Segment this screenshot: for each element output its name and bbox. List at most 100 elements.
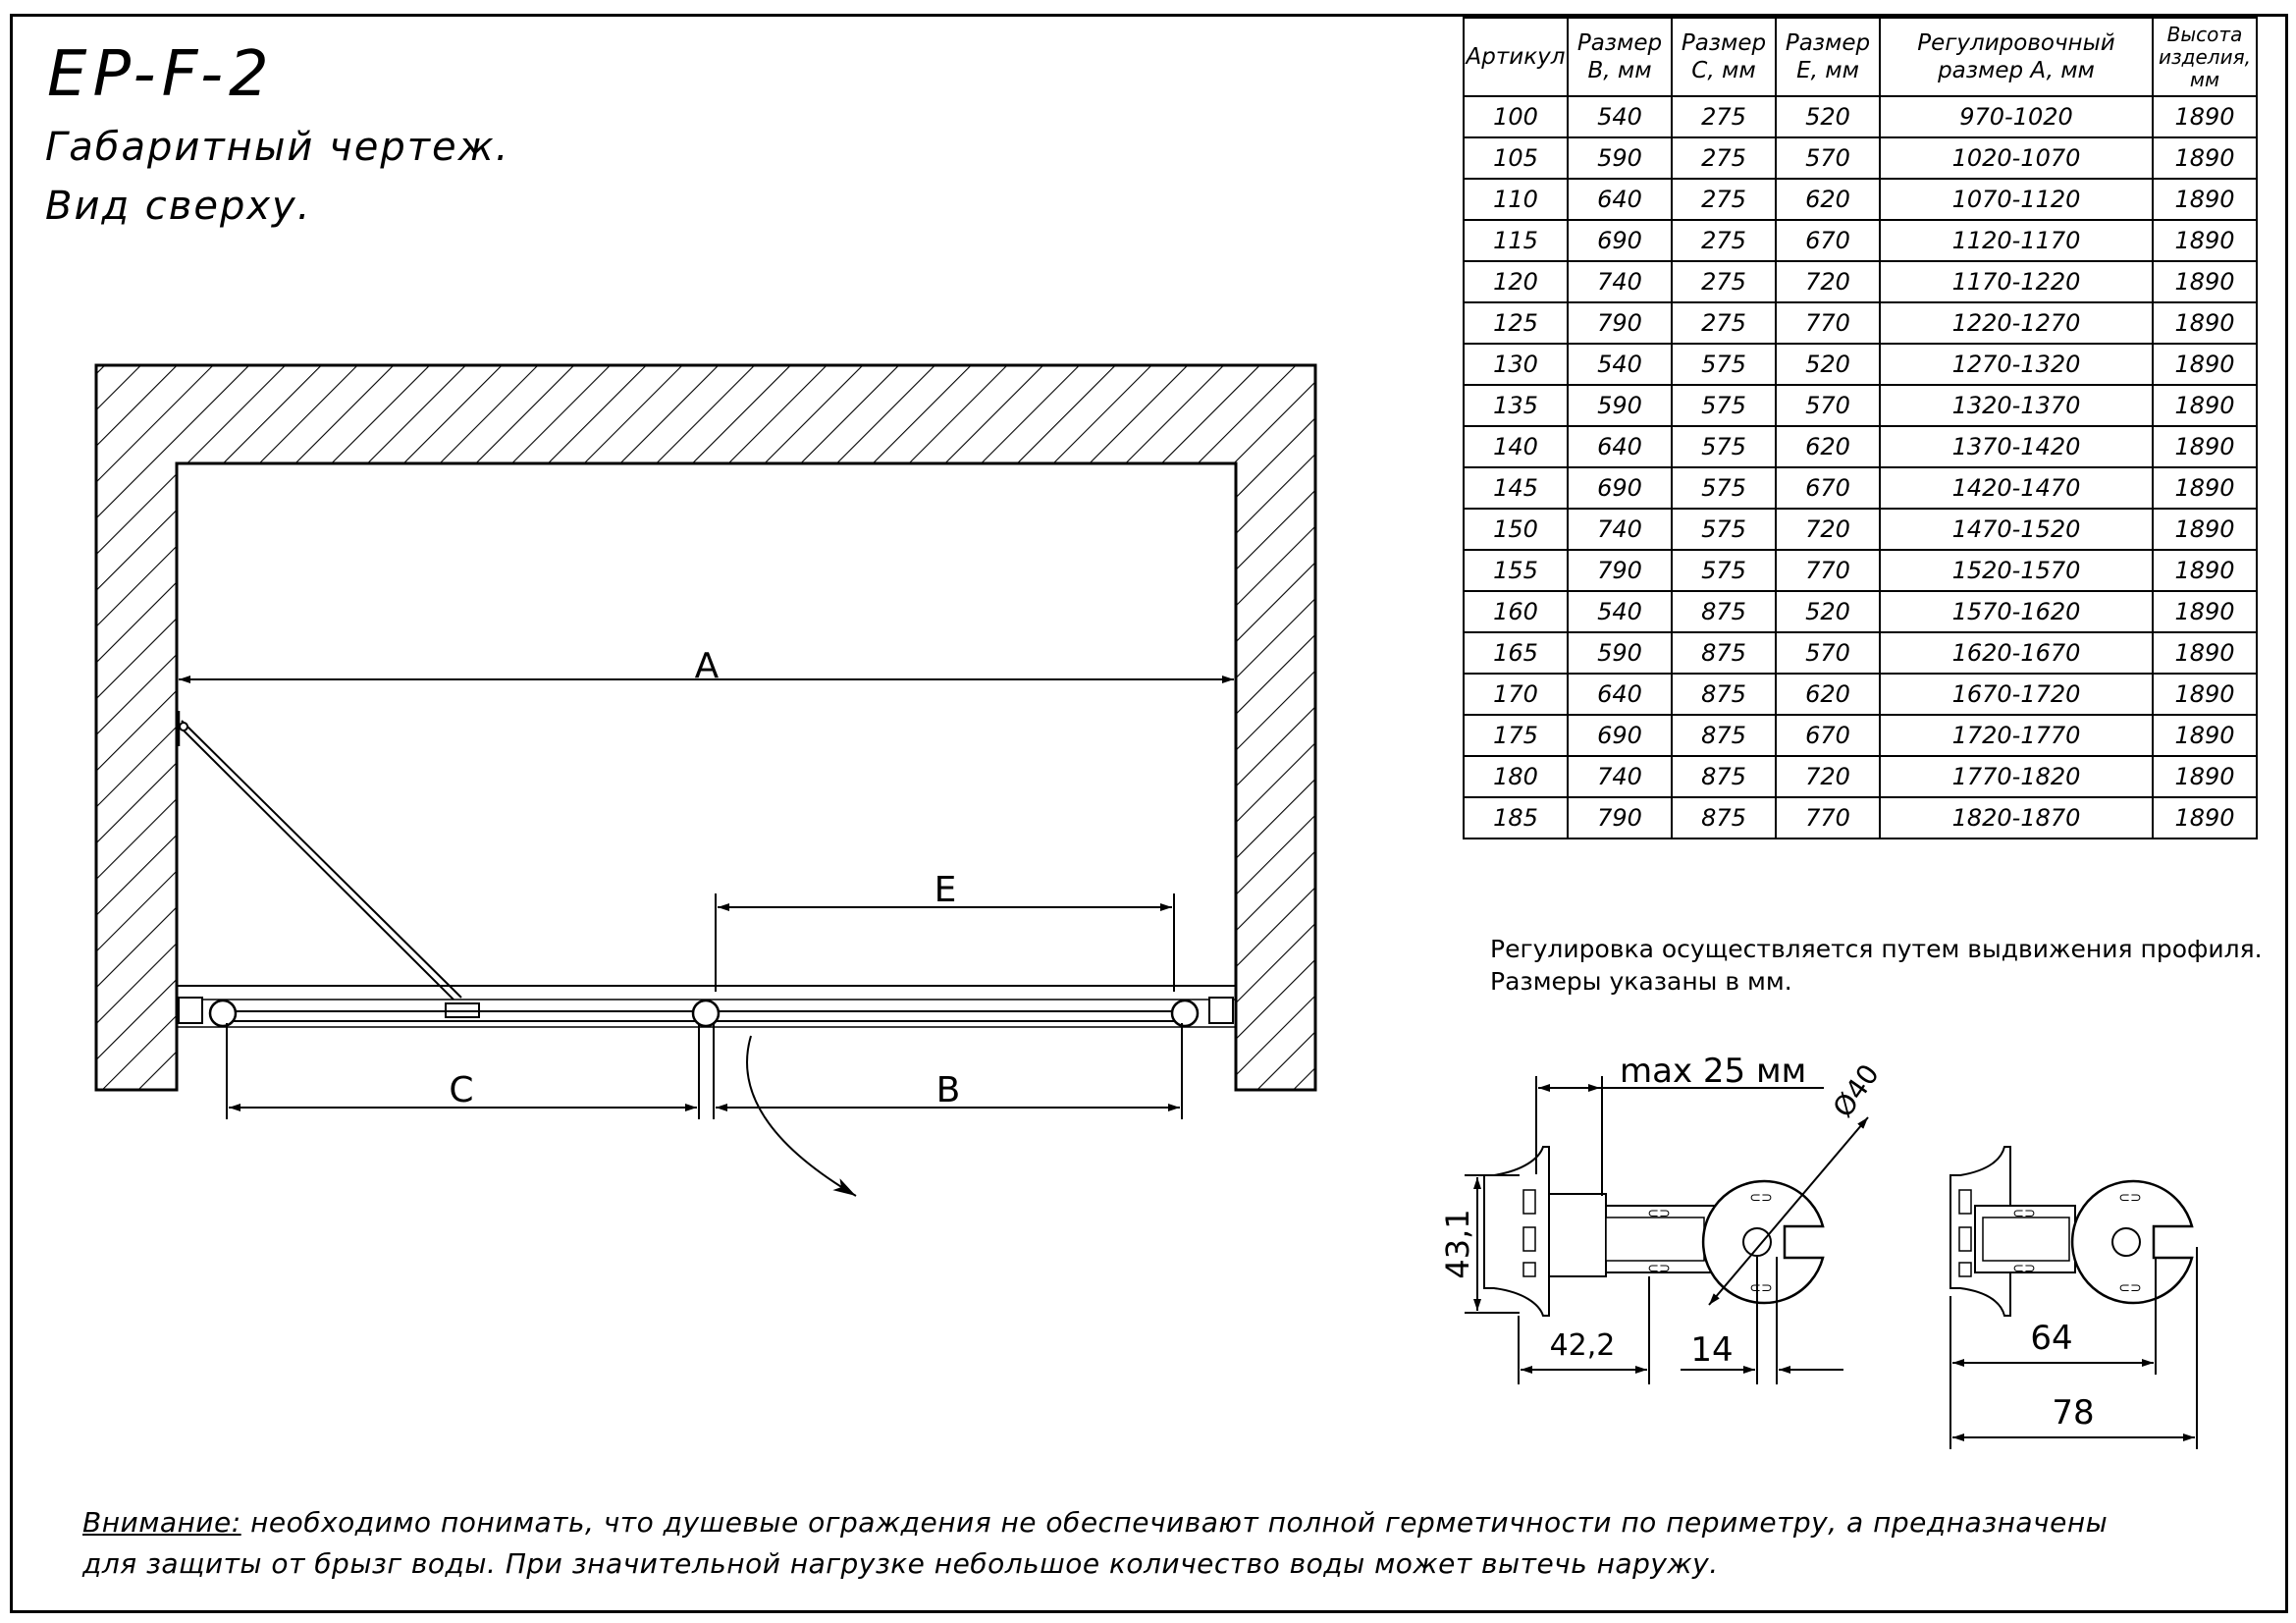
glass-panels	[177, 985, 1236, 1028]
table-cell: 570	[1775, 384, 1881, 427]
warning-label: Внимание:	[82, 1506, 241, 1539]
table-cell: 690	[1567, 219, 1673, 262]
wall-profile-slot-3	[1522, 1262, 1536, 1277]
table-cell: 1890	[2152, 796, 2258, 839]
table-cell: 165	[1463, 631, 1569, 675]
support-bar	[177, 711, 480, 1018]
table-cell: 1890	[2152, 95, 2258, 138]
table-cell: 740	[1567, 755, 1673, 798]
table-cell: 1890	[2152, 508, 2258, 551]
table-cell: 170	[1463, 673, 1569, 716]
sliding-profile-inner	[1605, 1217, 1705, 1262]
page-title: EP-F-2	[47, 38, 275, 111]
table-cell: 1520-1570	[1879, 549, 2154, 592]
hinge-axis	[1742, 1227, 1772, 1257]
table-cell: 275	[1671, 178, 1777, 221]
warning-text1: необходимо понимать, что душевые огражде…	[240, 1506, 2109, 1539]
table-cell: 135	[1463, 384, 1569, 427]
middle-hinge	[691, 999, 721, 1028]
table-cell: 120	[1463, 260, 1569, 303]
table-cell: 875	[1671, 673, 1777, 716]
clip-icon-top: ⊂⊃	[1647, 1206, 1670, 1221]
table-cell: 275	[1671, 301, 1777, 345]
wall-profile-2-slot-2	[1958, 1226, 1972, 1252]
table-cell: 1890	[2152, 301, 2258, 345]
dimension-a: A	[179, 646, 1234, 686]
right-wall-profile	[1208, 997, 1234, 1024]
dimension-b: B	[713, 1023, 1183, 1119]
table-cell: 740	[1567, 508, 1673, 551]
table-cell: 1070-1120	[1879, 178, 2154, 221]
table-cell: 790	[1567, 549, 1673, 592]
table-cell: 790	[1567, 796, 1673, 839]
header-article: Артикул	[1463, 17, 1569, 97]
wall-profile-2-slot-3	[1958, 1262, 1972, 1277]
table-cell: 575	[1671, 508, 1777, 551]
table-cell: 575	[1671, 343, 1777, 386]
table-cell: 540	[1567, 95, 1673, 138]
table-cell: 670	[1775, 714, 1881, 757]
table-cell: 1170-1220	[1879, 260, 2154, 303]
table-cell: 875	[1671, 796, 1777, 839]
table-cell: 180	[1463, 755, 1569, 798]
table-cell: 1890	[2152, 384, 2258, 427]
diameter-dimension-line	[1708, 1116, 1869, 1306]
profile-detail-1: ⊂⊃ ⊂⊃ ⊂⊃ ⊂⊃ Ø40 max 25 мм 43,1 42,2 14	[1439, 1052, 1886, 1384]
sliding-profile-2-inner	[1982, 1217, 2070, 1262]
support-bar-pivot	[179, 722, 188, 731]
dim-64-label: 64	[2030, 1319, 2072, 1358]
table-cell: 640	[1567, 178, 1673, 221]
gap-label: 14	[1690, 1330, 1733, 1370]
table-cell: 275	[1671, 95, 1777, 138]
wall-profile-2-slot-1	[1958, 1189, 1972, 1215]
right-hinge	[1170, 999, 1200, 1028]
table-cell: 1890	[2152, 549, 2258, 592]
table-cell: 1890	[2152, 631, 2258, 675]
table-cell: 575	[1671, 549, 1777, 592]
warning-line1: Внимание: необходимо понимать, что душев…	[82, 1502, 2108, 1543]
table-cell: 275	[1671, 136, 1777, 180]
extension-profile-outer	[1548, 1193, 1607, 1277]
support-bar-line-1	[181, 720, 462, 999]
table-header-row: Артикул Размер B, мм Размер C, мм Размер…	[1463, 17, 2258, 97]
table-cell: 1020-1070	[1879, 136, 2154, 180]
adjustment-note-line2: Размеры указаны в мм.	[1490, 967, 1792, 996]
table-cell: 720	[1775, 508, 1881, 551]
drawing-frame	[10, 14, 2288, 1613]
dimension-c-label: C	[449, 1070, 473, 1110]
table-cell: 640	[1567, 673, 1673, 716]
table-cell: 1890	[2152, 178, 2258, 221]
table-cell: 790	[1567, 301, 1673, 345]
table-cell: 1720-1770	[1879, 714, 2154, 757]
table-cell: 275	[1671, 260, 1777, 303]
table-cell: 640	[1567, 425, 1673, 468]
header-size-a: Регулировочный размер A, мм	[1879, 17, 2154, 97]
table-cell: 1120-1170	[1879, 219, 2154, 262]
table-cell: 140	[1463, 425, 1569, 468]
header-height: Высота изделия, мм	[2152, 17, 2258, 97]
dimension-c: C	[226, 1023, 700, 1119]
table-cell: 770	[1775, 301, 1881, 345]
table-cell: 1890	[2152, 755, 2258, 798]
hatched-walls	[94, 363, 1317, 1092]
table-cell: 155	[1463, 549, 1569, 592]
table-cell: 620	[1775, 425, 1881, 468]
table-cell: 590	[1567, 136, 1673, 180]
diameter-label: Ø40	[1827, 1058, 1886, 1123]
table-cell: 1890	[2152, 219, 2258, 262]
wall-outline	[94, 363, 1317, 1092]
table-cell: 150	[1463, 508, 1569, 551]
table-cell: 720	[1775, 755, 1881, 798]
